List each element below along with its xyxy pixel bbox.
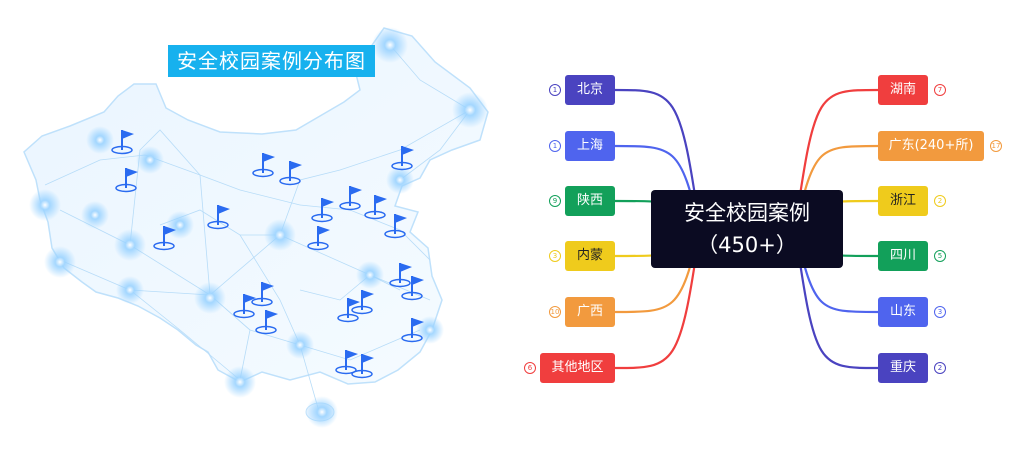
- count-badge: 5: [934, 250, 946, 262]
- flag-marker: [251, 282, 274, 307]
- left-branch-node[interactable]: 内蒙: [565, 241, 615, 271]
- branch-label: 上海: [576, 138, 603, 153]
- count-badge: 7: [934, 84, 946, 96]
- location-flags: [111, 130, 424, 379]
- mindmap-center-node[interactable]: 安全校园案例（450+）: [651, 190, 843, 268]
- count-badge: 17: [990, 140, 1002, 152]
- flag-marker: [364, 195, 387, 220]
- branch-label: 陕西: [576, 193, 603, 208]
- flag-marker: [401, 276, 424, 301]
- right-branch-node[interactable]: 湖南: [878, 75, 928, 105]
- flag-marker: [207, 205, 230, 230]
- branch-label: 内蒙: [576, 248, 603, 263]
- branch-label: 四川: [889, 248, 916, 263]
- flag-marker: [255, 310, 278, 335]
- right-branch-node[interactable]: 浙江: [878, 186, 928, 216]
- branch-label: 重庆: [889, 360, 916, 375]
- flag-marker: [279, 161, 302, 186]
- china-map-graphic: [23, 27, 489, 428]
- count-badge: 3: [549, 250, 561, 262]
- flag-marker: [153, 226, 176, 251]
- count-badge: 2: [934, 195, 946, 207]
- flag-marker: [233, 294, 256, 319]
- count-badge: 3: [934, 306, 946, 318]
- left-branch-node[interactable]: 上海: [565, 131, 615, 161]
- flag-marker: [339, 186, 362, 211]
- flag-marker: [111, 130, 134, 155]
- flag-marker: [311, 198, 334, 223]
- branch-label: 广西: [576, 304, 603, 319]
- left-branch-node[interactable]: 陕西: [565, 186, 615, 216]
- branch-connector: [793, 88, 879, 230]
- mindmap-center-label: 安全校园案例（450+）: [684, 201, 810, 257]
- flag-marker: [307, 226, 330, 251]
- flag-marker: [252, 153, 275, 178]
- branch-label: 广东(240+所): [888, 138, 974, 153]
- flag-marker: [384, 214, 407, 239]
- left-branch-node[interactable]: 其他地区: [540, 353, 615, 383]
- left-branch-node[interactable]: 广西: [565, 297, 615, 327]
- branch-connector: [614, 88, 702, 230]
- branch-label: 浙江: [889, 193, 916, 208]
- flag-marker: [115, 168, 138, 193]
- flag-marker: [351, 290, 374, 315]
- map-title: 安全校园案例分布图: [168, 45, 375, 77]
- branch-connector: [793, 228, 879, 370]
- flag-marker: [337, 298, 360, 323]
- branch-label: 其他地区: [551, 360, 604, 375]
- branch-connector: [614, 228, 702, 370]
- flag-marker: [389, 263, 412, 288]
- count-badge: 9: [549, 195, 561, 207]
- flag-marker: [401, 318, 424, 343]
- glow-spots: [29, 27, 488, 428]
- count-badge: 1: [549, 140, 561, 152]
- count-badge: 6: [524, 362, 536, 374]
- branch-label: 北京: [576, 82, 603, 97]
- count-badge: 2: [934, 362, 946, 374]
- right-branch-node[interactable]: 山东: [878, 297, 928, 327]
- right-branch-node[interactable]: 四川: [878, 241, 928, 271]
- count-badge: 10: [549, 306, 561, 318]
- branch-label: 山东: [889, 304, 916, 319]
- china-map-panel: 安全校园案例分布图: [0, 0, 500, 466]
- flag-marker: [335, 350, 358, 375]
- flag-marker: [351, 354, 374, 379]
- branch-label: 湖南: [889, 82, 916, 97]
- left-branch-node[interactable]: 北京: [565, 75, 615, 105]
- count-badge: 1: [549, 84, 561, 96]
- right-branch-node[interactable]: 广东(240+所): [878, 131, 984, 161]
- flag-marker: [391, 146, 414, 171]
- right-branch-node[interactable]: 重庆: [878, 353, 928, 383]
